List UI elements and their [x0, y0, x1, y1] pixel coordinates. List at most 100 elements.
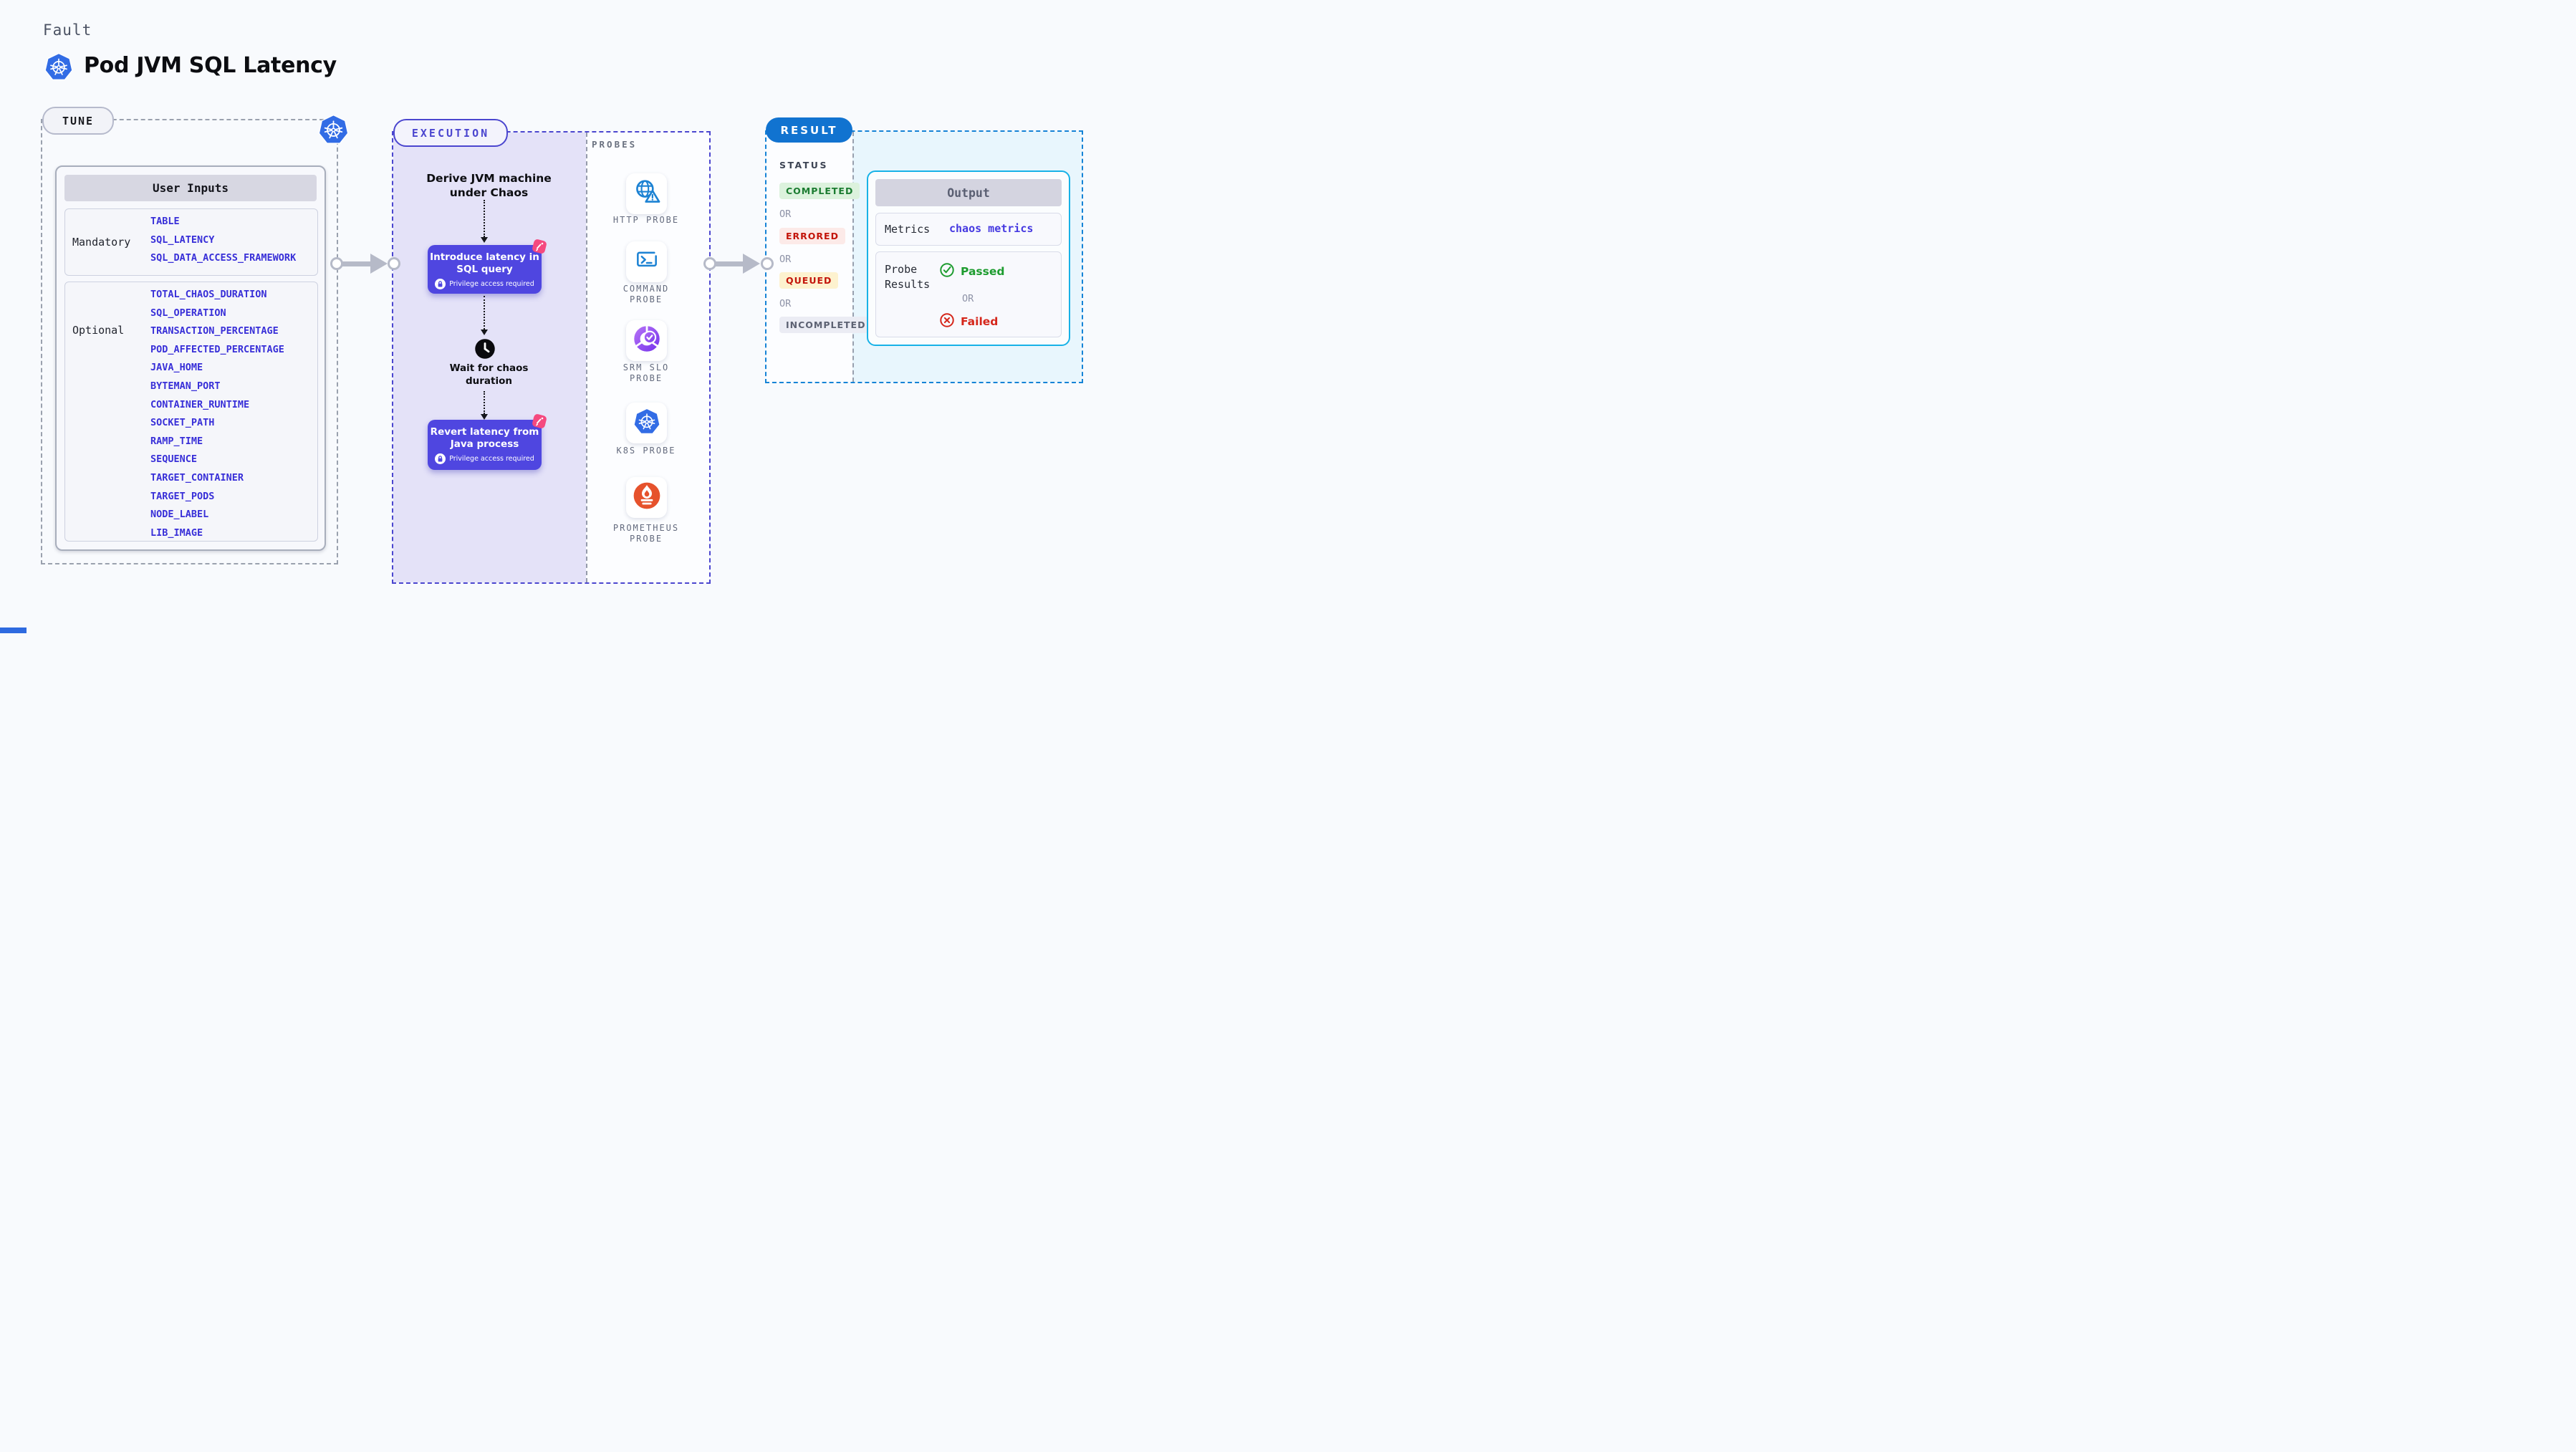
step-derive-jvm: Derive JVM machine under Chaos [426, 172, 552, 199]
kubernetes-icon [44, 52, 74, 85]
metrics-value: chaos metrics [949, 222, 1034, 235]
optional-fields: TOTAL_CHAOS_DURATION SQL_OPERATION TRANS… [150, 286, 284, 542]
probe-label: HTTP PROBE [612, 215, 680, 225]
chaos-spray-icon [531, 238, 548, 258]
privilege-note: Privilege access required [428, 279, 542, 289]
chaos-spray-icon [531, 413, 548, 433]
node-label: Introduce latency in SQL query [430, 251, 539, 275]
page-title: Pod JVM SQL Latency [84, 53, 337, 78]
node-introduce-latency: Introduce latency in SQL query Privilege… [428, 238, 548, 294]
connector-dot [761, 257, 774, 270]
tune-section-label: TUNE [42, 107, 114, 135]
connector-dot [703, 257, 716, 270]
node-revert-latency: Revert latency from Java process Privile… [428, 413, 548, 470]
kubernetes-icon [633, 407, 661, 439]
check-circle-icon [939, 262, 955, 281]
metrics-label: Metrics [885, 223, 931, 236]
srm-slo-probe-card [626, 320, 667, 361]
connector-line [710, 261, 746, 266]
probe-results-label: Probe Results [885, 263, 931, 291]
status-badge-completed: COMPLETED [779, 183, 860, 199]
status-badge-errored: ERRORED [779, 228, 845, 244]
bottom-left-blue-strip [0, 628, 27, 633]
status-badge-incompleted: INCOMPLETED [779, 317, 873, 333]
mandatory-fields: TABLE SQL_LATENCY SQL_DATA_ACCESS_FRAMEW… [150, 213, 296, 268]
clock-icon [474, 338, 496, 363]
field-item: TOTAL_CHAOS_DURATION [150, 289, 267, 300]
field-item: BYTEMAN_PORT [150, 380, 221, 392]
field-item: CONTAINER_RUNTIME [150, 398, 250, 410]
status-area [766, 132, 852, 382]
probe-label: PROMETHEUS PROBE [612, 523, 680, 544]
k8s-probe-card [626, 403, 667, 443]
tune-section-box [41, 119, 338, 564]
step-wait-duration: Wait for chaos duration [449, 362, 529, 387]
flow-arrowhead [481, 330, 488, 335]
failed-row: Failed [939, 312, 998, 331]
field-item: NODE_LABEL [150, 509, 209, 521]
flow-dotted-line [484, 296, 485, 330]
lock-icon [435, 279, 446, 289]
output-header: Output [875, 179, 1062, 206]
connector-dot [330, 257, 343, 270]
failed-label: Failed [961, 315, 999, 328]
passed-label: Passed [961, 265, 1005, 278]
metrics-row: Metrics chaos metrics [875, 213, 1062, 246]
node-label: Revert latency from Java process [430, 426, 539, 450]
field-item: LIB_IMAGE [150, 527, 203, 539]
mandatory-label: Mandatory [72, 236, 131, 249]
field-item: TRANSACTION_PERCENTAGE [150, 325, 279, 337]
field-item: TARGET_CONTAINER [150, 471, 244, 484]
command-probe-card [626, 241, 667, 282]
field-item: TABLE [150, 216, 180, 227]
http-probe-card [626, 173, 667, 214]
connector-line [337, 261, 374, 266]
privilege-text: Privilege access required [449, 280, 534, 288]
flow-arrowhead [481, 237, 488, 243]
slo-donut-check-icon [632, 324, 662, 357]
probe-label: K8S PROBE [616, 446, 676, 456]
prometheus-icon [632, 481, 662, 514]
field-item: JAVA_HOME [150, 362, 203, 374]
user-inputs-table: User Inputs Mandatory TABLE SQL_LATENCY … [55, 165, 326, 551]
lock-icon [435, 453, 446, 464]
field-item: SQL_LATENCY [150, 234, 215, 246]
prometheus-probe-card [626, 477, 667, 518]
execution-section-label: EXECUTION [393, 119, 508, 147]
result-section-label: RESULT [766, 117, 852, 143]
mandatory-row: Mandatory TABLE SQL_LATENCY SQL_DATA_ACC… [64, 208, 318, 276]
field-item: SQL_OPERATION [150, 307, 226, 319]
flow-arrowhead [481, 414, 488, 420]
field-item: SQL_DATA_ACCESS_FRAMEWORK [150, 252, 297, 264]
fault-kicker: Fault [43, 21, 92, 39]
field-item: POD_AFFECTED_PERCENTAGE [150, 343, 284, 355]
kubernetes-icon [317, 113, 350, 149]
output-box: Output Metrics chaos metrics Probe Resul… [867, 170, 1070, 346]
field-item: SEQUENCE [150, 453, 198, 466]
field-item: RAMP_TIME [150, 435, 203, 447]
passed-row: Passed [939, 262, 1004, 281]
or-separator: OR [962, 293, 974, 304]
privilege-note: Privilege access required [428, 453, 542, 464]
terminal-icon [633, 246, 660, 277]
flow-dotted-line [484, 200, 485, 237]
diagram-canvas: Fault Pod JVM SQL Latency TUNE User Inpu… [0, 0, 1103, 633]
privilege-text: Privilege access required [449, 455, 534, 463]
flow-dotted-line [484, 391, 485, 414]
probe-results-row: Probe Results Passed OR F [875, 251, 1062, 337]
connector-arrowhead [743, 254, 760, 274]
connector-arrowhead [370, 254, 388, 274]
status-heading: STATUS [779, 160, 828, 170]
optional-label: Optional [72, 324, 125, 337]
globe-warning-icon [632, 177, 662, 211]
optional-row: Optional TOTAL_CHAOS_DURATION SQL_OPERAT… [64, 282, 318, 542]
or-separator: OR [779, 254, 792, 265]
or-separator: OR [779, 298, 792, 309]
status-badge-queued: QUEUED [779, 272, 839, 289]
field-item: SOCKET_PATH [150, 417, 215, 429]
probe-label: SRM SLO PROBE [623, 362, 670, 383]
user-inputs-header: User Inputs [64, 175, 317, 201]
field-item: TARGET_PODS [150, 490, 215, 502]
probes-column-label: PROBES [592, 139, 638, 150]
or-separator: OR [779, 208, 792, 220]
